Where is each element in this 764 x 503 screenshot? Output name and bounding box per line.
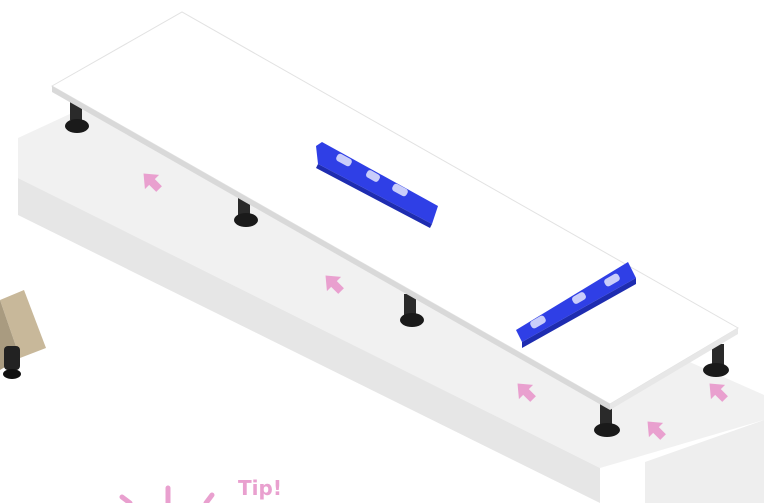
spirit-level-icon — [316, 142, 438, 228]
spirit-level-icon — [516, 262, 636, 348]
tip-label: Tip! — [238, 476, 282, 500]
adjust-arrows — [143, 173, 728, 440]
adjustable-foot-icon — [400, 294, 424, 327]
tip-accent-icon — [119, 485, 215, 503]
adjust-arrow-icon — [325, 275, 344, 294]
adjust-arrow-icon — [647, 421, 666, 440]
adjust-arrow-icon — [143, 173, 162, 192]
partial-cabinet — [0, 290, 46, 379]
adjustable-foot-icon — [703, 344, 729, 377]
adjust-arrow-icon — [517, 383, 536, 402]
adjust-arrow-icon — [709, 383, 728, 402]
